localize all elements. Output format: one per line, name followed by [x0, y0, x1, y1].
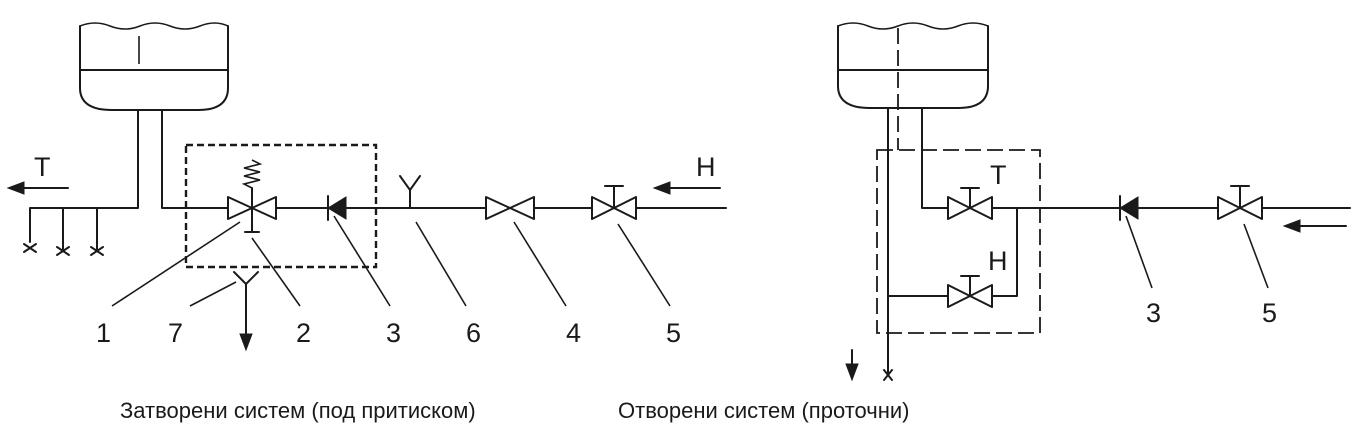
- caption-closed-system: Затворени систем (под притиском): [120, 398, 476, 423]
- flow-in-arrow-right: [1282, 219, 1347, 233]
- leader-5-right: [1243, 223, 1269, 289]
- tank-left: [79, 22, 229, 111]
- dashed-enclosure: [184, 143, 378, 269]
- valve-lower: [947, 275, 993, 308]
- dashed-enclosure-right: [876, 149, 1041, 334]
- safety-valve: [227, 159, 277, 233]
- label-2: 2: [296, 318, 311, 348]
- valve-upper-label: Т: [990, 160, 1007, 190]
- funnel-6: [399, 175, 421, 209]
- leader-lines-left: [111, 215, 671, 307]
- label-6: 6: [466, 318, 481, 348]
- tank-upper-pipe: [921, 107, 949, 209]
- label-7: 7: [168, 318, 183, 348]
- bypass-pipe: [991, 207, 1018, 297]
- drain-cross: [883, 369, 893, 381]
- caption-open-system: Отворени систем (проточни): [618, 398, 910, 423]
- label-3-right: 3: [1146, 298, 1161, 328]
- label-5: 5: [666, 318, 681, 348]
- valve-upper: [947, 187, 993, 220]
- closed-system: Т: [6, 22, 727, 423]
- label-1: 1: [96, 318, 111, 348]
- drain-funnel: [233, 271, 259, 352]
- label-5-right: 5: [1262, 298, 1277, 328]
- flow-out-arrow: [6, 181, 69, 195]
- check-valve: [327, 195, 347, 221]
- leader-3-right: [1125, 215, 1153, 289]
- open-system: Т Н: [618, 22, 1351, 423]
- label-3: 3: [386, 318, 401, 348]
- flow-in-label: Н: [696, 152, 716, 182]
- valve-5-right: [1217, 185, 1263, 220]
- tank-outlet-pipe: [23, 109, 139, 256]
- tank-right: [837, 22, 989, 150]
- label-4: 4: [566, 318, 581, 348]
- check-valve-right: [1119, 195, 1139, 221]
- drain-arrow-right: [845, 349, 859, 382]
- flow-out-label: Т: [34, 152, 51, 182]
- valve-lower-label: Н: [988, 246, 1008, 276]
- flow-in-arrow: [652, 181, 721, 195]
- valve-5: [591, 185, 637, 220]
- tank-inlet-pipe: [161, 109, 229, 209]
- valve-4: [485, 196, 535, 220]
